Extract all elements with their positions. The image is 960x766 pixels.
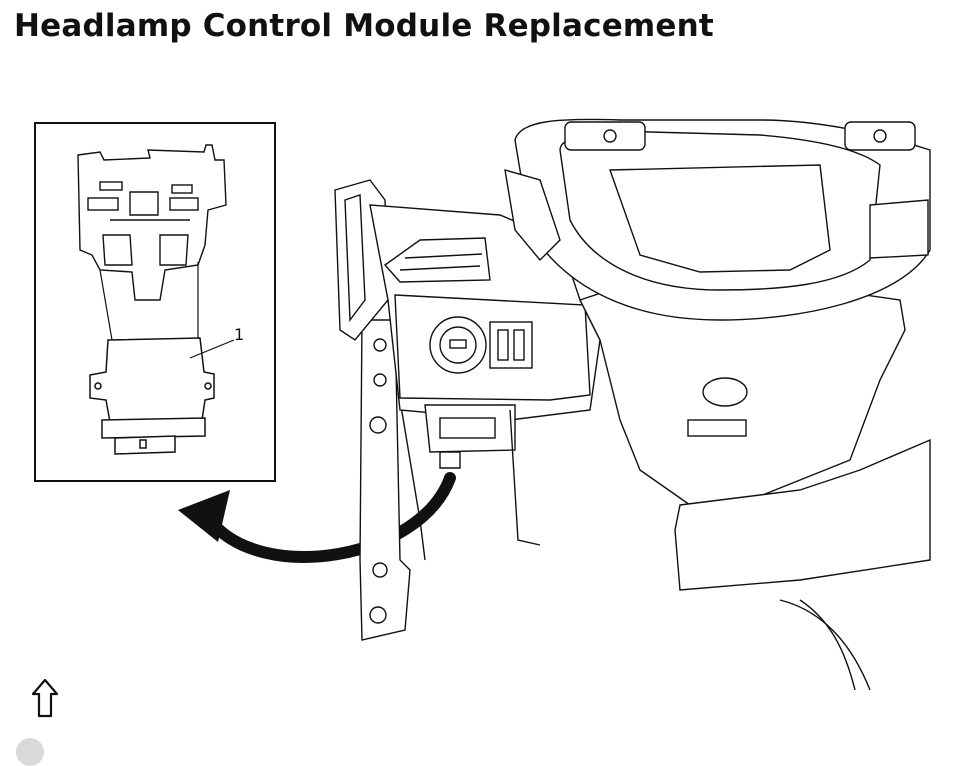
dashboard-assembly — [334, 118, 931, 690]
detail-inset: 1 — [34, 122, 276, 482]
page-title: Headlamp Control Module Replacement — [14, 8, 714, 44]
headlamp-module-illustration: 1 — [34, 118, 931, 690]
callout-label: 1 — [234, 325, 244, 344]
curved-arrow-icon — [178, 472, 456, 563]
up-arrow-icon[interactable] — [30, 676, 60, 720]
circle-icon — [16, 738, 44, 766]
